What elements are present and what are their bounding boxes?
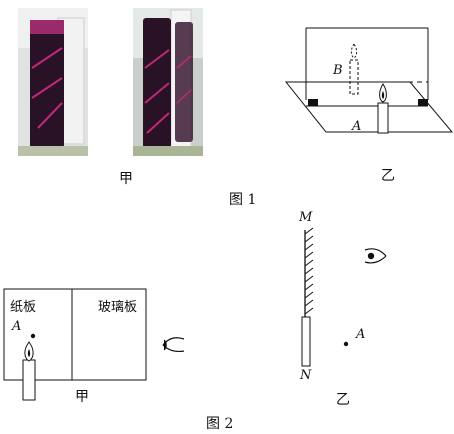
- fig2-a-point-label: A: [12, 319, 22, 334]
- eye-icon: [364, 248, 387, 264]
- fig2-paper-label: 纸板: [10, 300, 37, 315]
- fig2-caption: 图 2: [206, 416, 234, 432]
- fig2-label-N: N: [300, 368, 312, 383]
- fig1-label-B: B: [333, 63, 343, 78]
- clamp-left: [308, 99, 318, 106]
- photo-eraser-side: [133, 8, 203, 156]
- eye-icon: [162, 337, 185, 353]
- fig1-caption: 图 1: [229, 192, 257, 208]
- eraser-front-illustration: [18, 8, 88, 156]
- fig1-label-A: A: [352, 119, 362, 134]
- fig2-glass-label: 玻璃板: [98, 300, 138, 315]
- fig2-b-point-label: A: [356, 327, 366, 342]
- fig1-sub-a-caption: 甲: [119, 171, 133, 187]
- fig2-label-M: M: [299, 210, 313, 225]
- eraser-side-illustration: [133, 8, 203, 156]
- photo-eraser-front: [18, 8, 88, 156]
- clamp-right: [418, 99, 428, 106]
- fig2-sub-b-caption: 乙: [336, 392, 350, 408]
- mirror-hatch: [304, 227, 314, 315]
- fig1-sub-b-caption: 乙: [381, 168, 395, 184]
- fig2-sub-a-caption: 甲: [75, 389, 89, 405]
